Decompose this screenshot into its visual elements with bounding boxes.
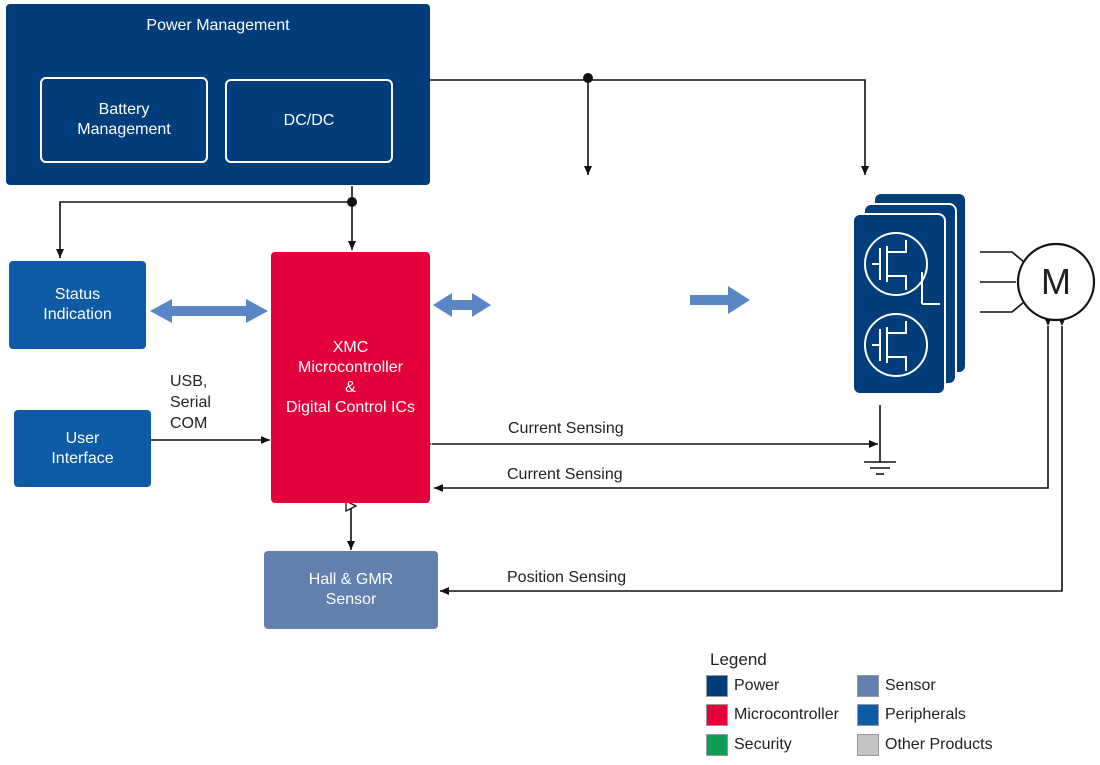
power-management-title: Power Management [146, 17, 290, 34]
amplifier-icons [524, 235, 662, 374]
legend-item-sensor: Sensor [857, 675, 936, 697]
microcontroller-block: XMC Microcontroller & Digital Control IC… [271, 252, 430, 503]
legend-swatch [857, 734, 879, 756]
legend-item-other-products: Other Products [857, 734, 993, 756]
junction-dot [583, 73, 593, 83]
gate-driver-inverter-arrow [690, 286, 750, 314]
position-sensing-label: Position Sensing [507, 569, 627, 586]
user-interface-label: User Interface [51, 429, 114, 467]
legend-title: Legend [710, 650, 767, 669]
microcontroller-label: XMC Microcontroller & Digital Control IC… [286, 338, 415, 416]
power-to-status-line [56, 201, 352, 258]
battery-management-block: Battery Management [40, 77, 208, 163]
dcdc-block: DC/DC [225, 79, 393, 163]
status-mcu-arrow [150, 299, 268, 323]
power-management-block: Power Management Battery Management DC/D… [6, 4, 430, 185]
legend-label: Power [734, 677, 780, 694]
legend-swatch [706, 704, 728, 726]
motor-label: M [1041, 261, 1071, 302]
power-bus-line [430, 79, 869, 175]
motor-phase-lines [980, 251, 1025, 313]
mosfet-icons [852, 192, 967, 395]
motor-circle [1016, 242, 1096, 322]
ground-symbol [864, 405, 896, 475]
legend-label: Peripherals [885, 706, 966, 723]
dcdc-label: DC/DC [283, 112, 335, 129]
legend-swatch [706, 675, 728, 697]
usb-serial-label: USB, Serial COM [170, 373, 211, 432]
legend-item-peripherals: Peripherals [857, 704, 966, 726]
status-indication-block: Status Indication [9, 261, 146, 349]
battery-management-label: Battery Management [77, 101, 171, 138]
legend-label: Security [734, 736, 792, 753]
legend-item-security: Security [706, 734, 792, 756]
current-sensing-label-2: Current Sensing [507, 466, 623, 483]
status-indication-label: Status Indication [43, 286, 112, 323]
mcu-gate-driver-arrow [433, 293, 491, 317]
legend-swatch [706, 734, 728, 756]
hall-sensor-label: Hall & GMR Sensor [308, 571, 394, 608]
legend-label: Microcontroller [734, 706, 839, 723]
legend-label: Sensor [885, 677, 936, 694]
hall-sensor-block: Hall & GMR Sensor [264, 551, 438, 629]
legend-label: Other Products [885, 736, 993, 753]
legend-item-microcontroller: Microcontroller [706, 704, 839, 726]
legend-swatch [857, 675, 879, 697]
legend-swatch [857, 704, 879, 726]
position-sensing-line [440, 317, 1066, 595]
user-interface-block: User Interface [14, 410, 151, 487]
legend-item-power: Power [706, 675, 779, 697]
junction-dot [347, 197, 357, 207]
current-sensing-label-1: Current Sensing [508, 420, 624, 437]
